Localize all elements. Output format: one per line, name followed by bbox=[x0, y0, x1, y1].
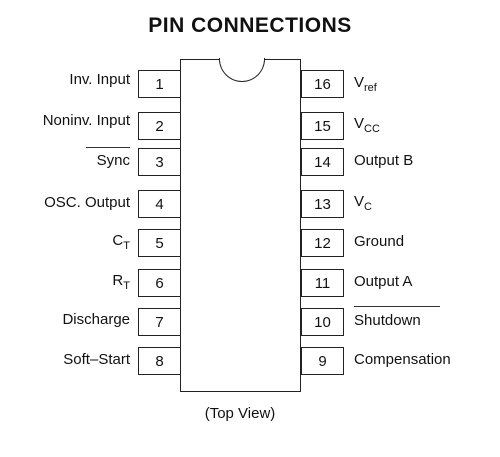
pin-11-label: Output A bbox=[354, 273, 413, 290]
pin-2-label: Noninv. Input bbox=[42, 112, 130, 129]
pin-5-label: CT bbox=[112, 232, 130, 252]
pin-11: 11 bbox=[301, 269, 344, 297]
pin-5: 5 bbox=[138, 229, 181, 257]
pin-16-label: Vref bbox=[354, 74, 377, 94]
pin-12: 12 bbox=[301, 229, 344, 257]
pin-8: 8 bbox=[138, 347, 181, 375]
pin-3-label: Sync bbox=[96, 152, 130, 169]
shutdown-overbar bbox=[354, 306, 440, 308]
pin-9-label: Compensation bbox=[354, 351, 451, 368]
pin-13-label: VC bbox=[354, 193, 372, 213]
view-caption: (Top View) bbox=[204, 405, 276, 422]
pin-15: 15 bbox=[301, 112, 344, 140]
pin-4: 4 bbox=[138, 190, 181, 218]
pin-9: 9 bbox=[301, 347, 344, 375]
pin-10-label: Shutdown bbox=[354, 312, 421, 329]
sync-overbar bbox=[86, 147, 130, 149]
pin-14: 14 bbox=[301, 148, 344, 176]
ic-package-body bbox=[180, 59, 301, 392]
diagram-title: PIN CONNECTIONS bbox=[148, 14, 352, 37]
pin-1: 1 bbox=[138, 70, 181, 98]
pin-12-label: Ground bbox=[354, 233, 405, 250]
pin-1-label: Inv. Input bbox=[69, 71, 130, 88]
pin-6-label: RT bbox=[112, 272, 130, 292]
pin-6: 6 bbox=[138, 269, 181, 297]
pin-3: 3 bbox=[138, 148, 181, 176]
pin-7-label: Discharge bbox=[62, 311, 130, 328]
pin-2: 2 bbox=[138, 112, 181, 140]
pin-7: 7 bbox=[138, 308, 181, 336]
pin-13: 13 bbox=[301, 190, 344, 218]
pin-14-label: Output B bbox=[354, 152, 414, 169]
pin-4-label: OSC. Output bbox=[44, 194, 130, 211]
pin-16: 16 bbox=[301, 70, 344, 98]
pin-15-label: VCC bbox=[354, 115, 380, 135]
pin-10: 10 bbox=[301, 308, 344, 336]
pin-8-label: Soft–Start bbox=[63, 351, 130, 368]
